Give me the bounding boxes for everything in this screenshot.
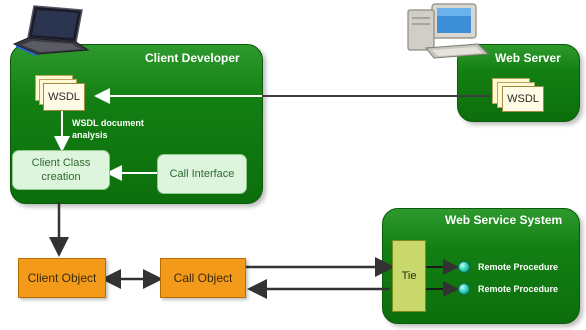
call-object-box: Call Object: [160, 258, 246, 298]
tie-box: Tie: [392, 240, 426, 312]
remote-procedure-2-icon: [458, 283, 470, 295]
client-wsdl-document: WSDL: [43, 83, 85, 111]
wsdl-analysis-annotation: WSDL document analysis: [72, 118, 144, 140]
client-wsdl-label: WSDL: [48, 91, 80, 103]
web-server-title: Web Server: [495, 51, 561, 65]
server-wsdl-document: WSDL: [502, 86, 544, 112]
remote-procedure-1-label: Remote Procedure: [478, 262, 559, 272]
desktop-computer-icon: [407, 3, 490, 59]
laptop-icon: [12, 5, 90, 57]
call-interface-box: Call Interface: [157, 154, 247, 194]
server-wsdl-label: WSDL: [507, 93, 539, 105]
remote-procedure-1-icon: [458, 261, 470, 273]
client-class-creation-box: Client Class creation: [12, 150, 110, 190]
client-developer-title: Client Developer: [145, 51, 240, 65]
web-service-system-title: Web Service System: [445, 213, 563, 227]
remote-procedure-2-label: Remote Procedure: [478, 284, 559, 294]
client-object-box: Client Object: [18, 258, 106, 298]
